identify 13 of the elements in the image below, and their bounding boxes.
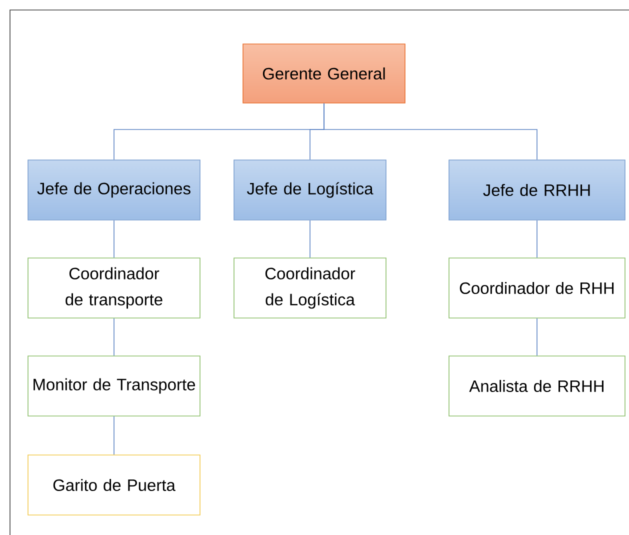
position-box: Garito de Puerta — [28, 454, 200, 516]
department-box: Jefe de Logística — [234, 160, 386, 220]
position-box: Coordinador de RHH — [448, 258, 626, 318]
department-box: Jefe de Operaciones — [28, 160, 200, 220]
position-box: Coordinador de transporte — [28, 258, 200, 318]
connector-line — [536, 220, 538, 258]
position-box: Analista de RRHH — [448, 356, 626, 416]
position-box: Monitor de Transporte — [28, 356, 200, 416]
manager-box: Gerente General — [242, 44, 406, 104]
connector-line — [324, 103, 538, 160]
connector-line — [536, 318, 538, 356]
department-box: Jefe de RRHH — [448, 160, 626, 220]
position-box: Coordinador de Logística — [234, 258, 386, 318]
